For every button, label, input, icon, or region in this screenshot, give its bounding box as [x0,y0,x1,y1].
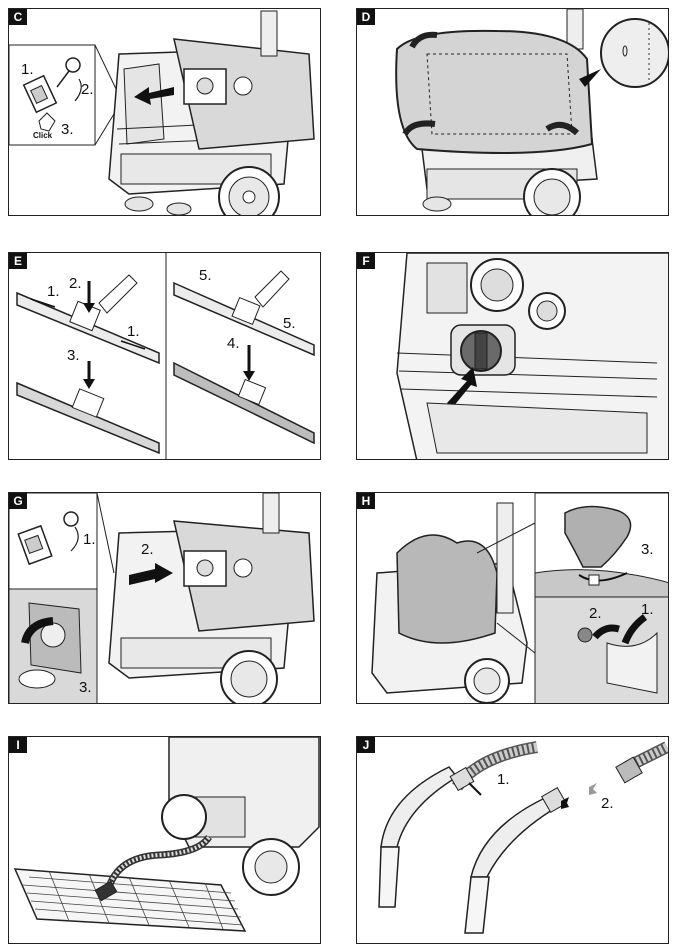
step-2-label: 2. [141,541,154,558]
step-5b-label: 5. [283,315,296,332]
panel-g: G 1. 2. 3. [8,492,321,704]
step-1-label: 1. [641,601,654,618]
panel-f: F [356,252,669,460]
panel-c: C 1. 2. 3. Click [8,8,321,216]
panel-label: F [357,253,375,269]
step-1-label: 1. [497,771,510,788]
panel-label: D [357,9,375,25]
panel-i: I [8,736,321,944]
pe-bag-removal-illustration [371,493,668,703]
step-3-label: 3. [641,541,654,558]
vacuum-bag-insert-illustration [395,9,668,215]
floor-nozzle-illustration [16,253,315,459]
panel-label: I [9,737,27,753]
step-2-label: 2. [589,605,602,622]
panel-h: H 3. 2. 1. [356,492,669,704]
step-1-label: 1. [83,531,96,548]
panel-e: E 1. 2. 1. 3. 5. 5. 4. [8,252,321,460]
panel-d: D [356,8,669,216]
step-2-label: 2. [69,275,82,292]
panel-label: H [357,493,375,509]
panel-label: C [9,9,27,25]
control-panel-switch-illustration [396,253,668,459]
step-1-label: 1. [21,61,34,78]
step-3-label: 3. [67,347,80,364]
panel-label: E [9,253,27,269]
step-5-label: 5. [199,267,212,284]
panel-label: G [9,493,27,509]
step-3-label: 3. [79,679,92,696]
hose-connection-illustration [378,741,668,934]
step-4-label: 4. [227,335,240,352]
vacuum-open-bag-illustration [9,10,315,215]
step-1b-label: 1. [127,323,140,340]
step-2-label: 2. [601,795,614,812]
step-3-label: 3. [61,121,74,138]
step-1-label: 1. [47,283,60,300]
vacuum-close-bag-illustration [9,493,315,703]
hose-storage-grate-illustration [13,737,320,932]
panel-label: J [357,737,375,753]
panel-j: J 1. 2. [356,736,669,944]
click-label: Click [33,131,53,140]
step-2-label: 2. [81,81,94,98]
